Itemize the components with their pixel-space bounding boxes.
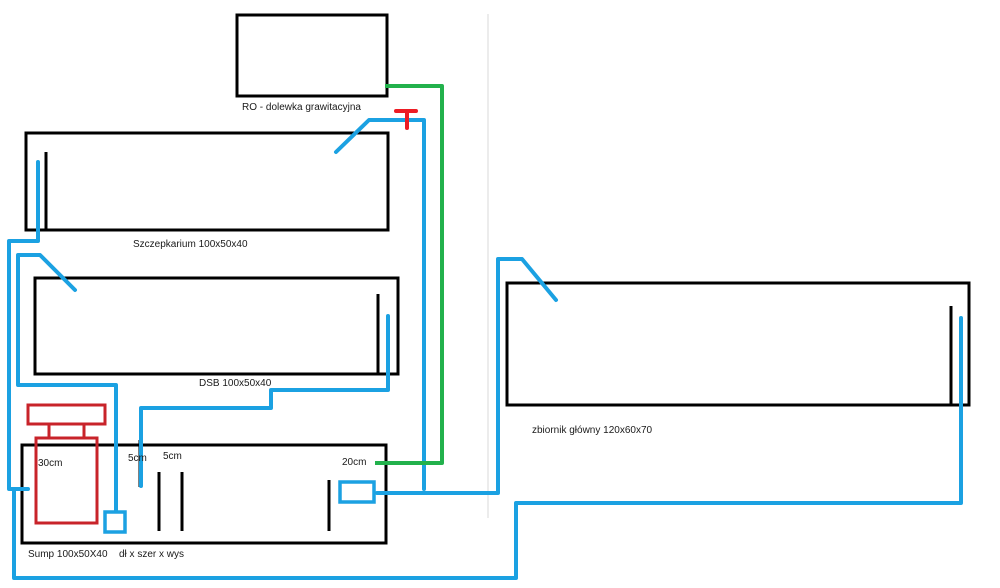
pipe-main-drain <box>12 316 963 580</box>
pipe-szczepkarium-feed <box>334 118 426 491</box>
return-pump <box>338 480 376 504</box>
level-20cm-label: 20cm <box>342 457 366 468</box>
szczepkarium-label: Szczepkarium 100x50x40 <box>133 239 248 250</box>
skimmer-30cm-label: 30cm <box>38 458 62 469</box>
sump-label: Sump 100x50X40 <box>28 549 108 560</box>
main-tank-label: zbiornik główny 120x60x70 <box>532 425 653 436</box>
sump-pump-left <box>103 510 127 534</box>
pipe-dsb-to-sump-left <box>16 294 118 515</box>
szczepkarium-tank <box>24 131 390 232</box>
baffle-5cm-label-b: 5cm <box>163 451 182 462</box>
pipe-dsb-inlet <box>16 253 77 298</box>
skimmer-icon <box>26 403 107 525</box>
ro-tank-label: RO - dolewka grawitacyjna <box>242 102 361 113</box>
main-tank <box>505 281 971 407</box>
ro-tank <box>235 13 389 98</box>
pipe-dsb-drain <box>139 314 390 488</box>
dims-note-label: dł x szer x wys <box>119 549 184 560</box>
dsb-tank <box>33 276 400 376</box>
valve-icon <box>394 109 418 130</box>
sump-tank <box>20 443 388 545</box>
dsb-label: DSB 100x50x40 <box>199 378 272 389</box>
baffle-5cm-label-a: 5cm <box>128 453 147 464</box>
ro-top-off-line <box>375 84 444 465</box>
pipe-return-main <box>375 257 558 495</box>
